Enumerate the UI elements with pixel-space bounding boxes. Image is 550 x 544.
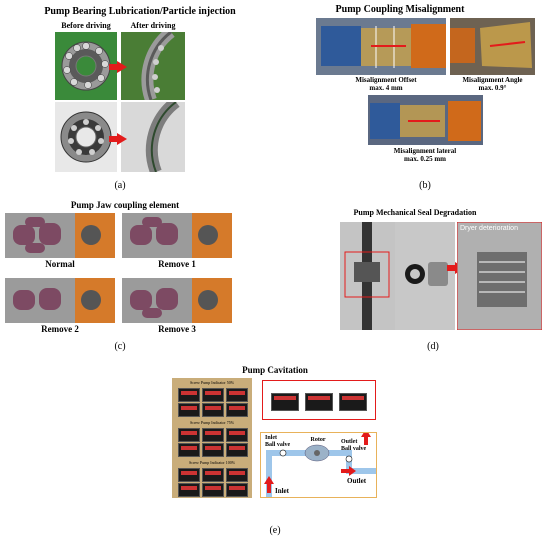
caption-a: (a) (114, 180, 126, 191)
indicator-display (202, 388, 224, 402)
indicator-label-50: Screw Pump Indicator 50% (189, 380, 235, 385)
dryer-deterioration-label: Dryer deterioration (460, 225, 518, 232)
indicator-display (202, 428, 224, 442)
misalignment-lateral-photo (368, 95, 483, 145)
caption-e: (e) (269, 525, 281, 536)
outlet-label: Outlet (347, 477, 367, 485)
panel-d-title: Pump Mechanical Seal Degradation (353, 208, 477, 217)
misalignment-angle-photo (450, 18, 535, 75)
bearing-after-photo-1 (121, 32, 185, 100)
jaw-coupling-remove-2-photo (5, 278, 115, 323)
panel-a-title: Pump Bearing Lubrication/Particle inject… (44, 6, 236, 17)
bearing-figure: Before driving After driving (55, 22, 185, 172)
indicator-display (178, 428, 200, 442)
indicator-zoom-box (262, 380, 376, 420)
jaw-label-remove-2: Remove 2 (41, 324, 79, 334)
indicator-display (178, 388, 200, 402)
jaw-coupling-remove-3-photo (122, 278, 232, 323)
bearing-before-photo-1 (55, 32, 117, 100)
indicator-display (178, 443, 200, 457)
arrow-d-body (447, 265, 457, 271)
arrow-a2-icon (117, 133, 127, 145)
indicator-display (226, 403, 248, 417)
mechanical-seal-photo-3 (457, 222, 542, 330)
indicator-display (202, 403, 224, 417)
caption-c: (c) (114, 341, 126, 352)
rotor-label: Rotor (310, 437, 326, 443)
jaw-coupling-normal-photo (5, 213, 115, 258)
jaw-label-remove-1: Remove 1 (158, 259, 196, 269)
indicator-zoom-display (271, 393, 299, 411)
bearing-after-photo-2 (121, 102, 185, 172)
inlet-label: Inlet (275, 487, 289, 495)
indicator-display (202, 443, 224, 457)
outlet-ball-valve-label: Outlet Ball valve (341, 439, 367, 452)
indicator-label-75: Screw Pump Indicator 75% (189, 420, 235, 425)
indicator-display (178, 403, 200, 417)
indicator-display (226, 483, 248, 497)
misalignment-lateral-value: max. 0.25 mm (404, 155, 446, 163)
misalignment-angle-value: max. 0.9° (478, 84, 507, 92)
pump-indicator-panel: Screw Pump Indicator 50% Screw Pump Indi… (172, 378, 252, 498)
indicator-display (202, 483, 224, 497)
jaw-label-normal: Normal (45, 259, 75, 269)
indicator-display (202, 468, 224, 482)
after-driving-label: After driving (130, 21, 176, 30)
panel-e-title: Pump Cavitation (242, 365, 308, 375)
misalignment-offset-value: max. 4 mm (369, 84, 403, 92)
caption-d: (d) (427, 341, 439, 352)
panel-c-title: Pump Jaw coupling element (70, 200, 180, 210)
inlet-ball-valve-label: Inlet Ball valve (265, 435, 291, 448)
indicator-label-100: Screw Pump Indicator 100% (188, 460, 236, 465)
jaw-coupling-remove-1-photo (122, 213, 232, 258)
indicator-zoom-display (339, 393, 367, 411)
bearing-before-photo-2 (55, 102, 117, 172)
misalignment-angle-label: Misalignment Angle (462, 76, 523, 84)
indicator-display (226, 388, 248, 402)
panel-b-title: Pump Coupling Misalignment (335, 4, 465, 15)
indicator-display (226, 468, 248, 482)
misalignment-offset-label: Misalignment Offset (355, 76, 417, 84)
indicator-display (178, 468, 200, 482)
cavitation-schematic: Inlet Ball valve Rotor Outlet Ball valve… (260, 432, 377, 498)
misalignment-lateral-label: Misalignment lateral (393, 147, 457, 155)
arrow-a2-body (109, 136, 119, 142)
indicator-display (226, 443, 248, 457)
before-driving-label: Before driving (61, 21, 111, 30)
misalignment-offset-photo (316, 18, 446, 75)
arrow-a1-icon (117, 61, 127, 73)
mechanical-seal-photo-2 (395, 222, 455, 330)
indicator-display (178, 483, 200, 497)
arrow-a1-body (109, 64, 119, 70)
indicator-display (226, 428, 248, 442)
jaw-label-remove-3: Remove 3 (158, 324, 196, 334)
indicator-zoom-display (305, 393, 333, 411)
mechanical-seal-photo-1 (340, 222, 395, 330)
caption-b: (b) (419, 180, 431, 191)
